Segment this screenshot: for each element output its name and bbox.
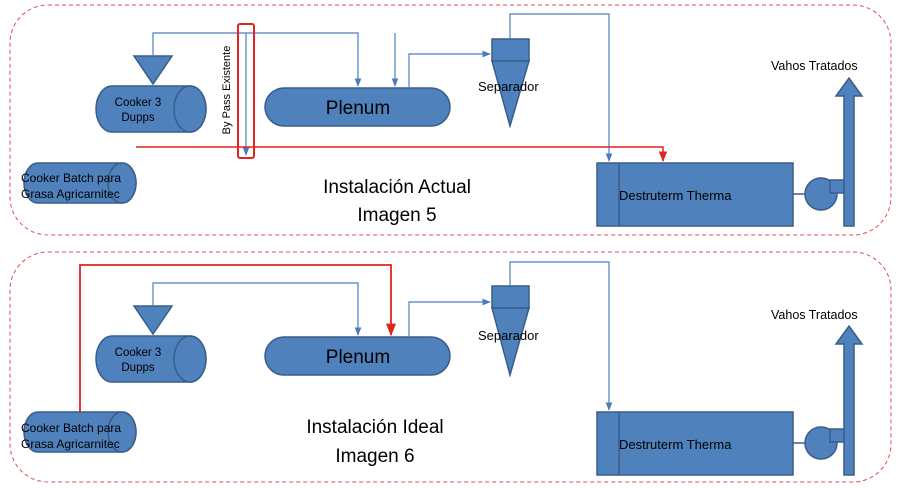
- plenum-label: Plenum: [326, 347, 390, 368]
- cooker3-hopper-icon: [132, 55, 174, 86]
- destruterm-unit: Destruterm Therma: [596, 411, 794, 476]
- plenum-unit: Plenum: [264, 336, 451, 376]
- plenum-label: Plenum: [326, 98, 390, 119]
- separator-unit: Separador: [478, 285, 539, 378]
- cooker3-unit: Cooker 3 Dupps: [95, 85, 207, 133]
- fan-icon: [804, 177, 846, 211]
- stack-arrow-icon: [834, 324, 864, 476]
- vahos-tratados-label: Vahos Tratados: [771, 59, 858, 73]
- flow-cooker3-to-plenum: [152, 32, 362, 87]
- caption-line1: Instalación Actual: [323, 177, 471, 198]
- cooker3-label-line1: Cooker 3: [115, 97, 162, 109]
- plenum-unit: Plenum: [264, 87, 451, 127]
- cooker-batch-unit: Cooker Batch para Grasa Agricarnitec: [21, 411, 137, 453]
- cooker-batch-label-line1: Cooker Batch para: [21, 171, 121, 185]
- cooker-batch-label-line2: Grasa Agricarnitec: [21, 187, 120, 201]
- cooker3-hopper-icon: [132, 305, 174, 336]
- flow-batch-to-destruterm: [136, 146, 668, 163]
- separator-unit: Separador: [478, 38, 539, 129]
- cooker3-label-line2: Dupps: [121, 112, 154, 124]
- cooker-batch-unit: Cooker Batch para Grasa Agricarnitec: [21, 162, 137, 204]
- flow-plenum-to-separator: [408, 50, 491, 88]
- flow-batch-to-plenum: [79, 264, 397, 412]
- flow-cooker3-to-plenum: [152, 282, 362, 336]
- bypass-label: By Pass Existente: [221, 46, 233, 135]
- cooker3-label-line2: Dupps: [121, 362, 154, 374]
- flow-separator-to-destruterm: [509, 13, 613, 162]
- caption-line1: Instalación Ideal: [306, 417, 443, 438]
- destruterm-label: Destruterm Therma: [619, 188, 732, 203]
- panel-current-installation: Cooker 3 Dupps Plenum Separador Cooker B…: [9, 4, 892, 236]
- caption-line2: Imagen 5: [357, 205, 436, 226]
- panel-ideal-installation: Cooker 3 Dupps Plenum Separador Cooker B…: [9, 251, 892, 483]
- flow-plenum-to-separator: [408, 298, 491, 337]
- flow-separator-to-destruterm: [509, 261, 613, 411]
- caption-line2: Imagen 6: [335, 446, 414, 467]
- stack-arrow-icon: [834, 76, 864, 227]
- fan-icon: [804, 426, 846, 460]
- destruterm-unit: Destruterm Therma: [596, 162, 794, 227]
- vahos-tratados-label: Vahos Tratados: [771, 308, 858, 322]
- separator-label: Separador: [478, 328, 539, 343]
- separator-label: Separador: [478, 79, 539, 94]
- panel-border: [9, 4, 892, 236]
- cooker3-unit: Cooker 3 Dupps: [95, 335, 207, 383]
- panel-border: [9, 251, 892, 483]
- cooker3-label-line1: Cooker 3: [115, 347, 162, 359]
- cooker-batch-label-line2: Grasa Agricarnitec: [21, 437, 120, 451]
- cooker-batch-label-line1: Cooker Batch para: [21, 421, 121, 435]
- destruterm-label: Destruterm Therma: [619, 437, 732, 452]
- bypass-highlight-box: [237, 23, 255, 159]
